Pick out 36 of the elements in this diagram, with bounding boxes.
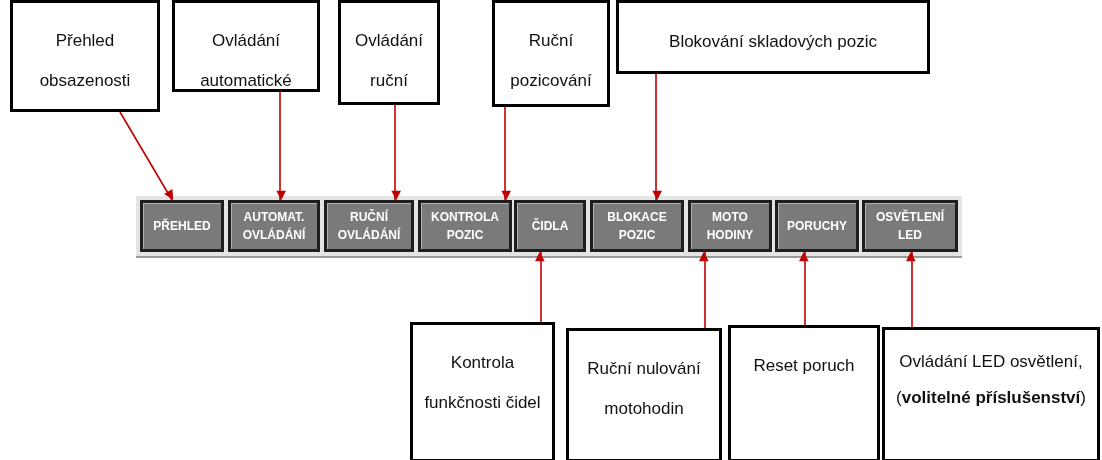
arrow bbox=[501, 106, 511, 201]
callout-text: Kontrola funkčnosti čidel bbox=[423, 352, 542, 414]
callout-box bbox=[566, 328, 722, 460]
callout-text: Ruční nulování motohodin bbox=[586, 358, 702, 420]
tab-button: PŘEHLED bbox=[140, 200, 224, 252]
callout-box bbox=[882, 327, 1100, 460]
tab-button: PORUCHY bbox=[775, 200, 859, 252]
arrow bbox=[119, 111, 174, 201]
callout-text: Ovládání LED osvětlení, (volitelné příslušenství) bbox=[895, 351, 1087, 409]
arrow bbox=[535, 251, 545, 323]
callout-text: Reset poruch bbox=[753, 355, 855, 377]
callout-box bbox=[338, 0, 440, 105]
callout-text: Ruční pozicování bbox=[509, 30, 593, 92]
tab-button: BLOKACE POZIC bbox=[590, 200, 684, 252]
arrow bbox=[276, 91, 286, 201]
callout-text: Blokování skladových pozic bbox=[669, 31, 877, 53]
callout-text: Ovládání automatické bbox=[199, 30, 293, 92]
callout-text: Přehled obsazenosti bbox=[38, 30, 132, 92]
arrow bbox=[906, 251, 916, 328]
arrow bbox=[799, 251, 809, 326]
tab-button: MOTO HODINY bbox=[688, 200, 772, 252]
callout-box bbox=[616, 0, 930, 74]
callout-text: Ovládání ruční bbox=[353, 30, 424, 92]
callout-box bbox=[728, 325, 880, 460]
tab-button: ČIDLA bbox=[514, 200, 586, 252]
tab-button: RUČNÍ OVLÁDÁNÍ bbox=[324, 200, 414, 252]
callout-box bbox=[10, 0, 160, 112]
tab-button: KONTROLA POZIC bbox=[418, 200, 512, 252]
tab-button: OSVĚTLENÍ LED bbox=[862, 200, 958, 252]
arrow bbox=[391, 104, 401, 201]
callout-box bbox=[172, 0, 320, 92]
arrow bbox=[699, 251, 709, 329]
arrow bbox=[652, 73, 662, 201]
callout-box bbox=[492, 0, 610, 107]
callout-box bbox=[410, 322, 555, 460]
tab-button: AUTOMAT. OVLÁDÁNÍ bbox=[228, 200, 320, 252]
